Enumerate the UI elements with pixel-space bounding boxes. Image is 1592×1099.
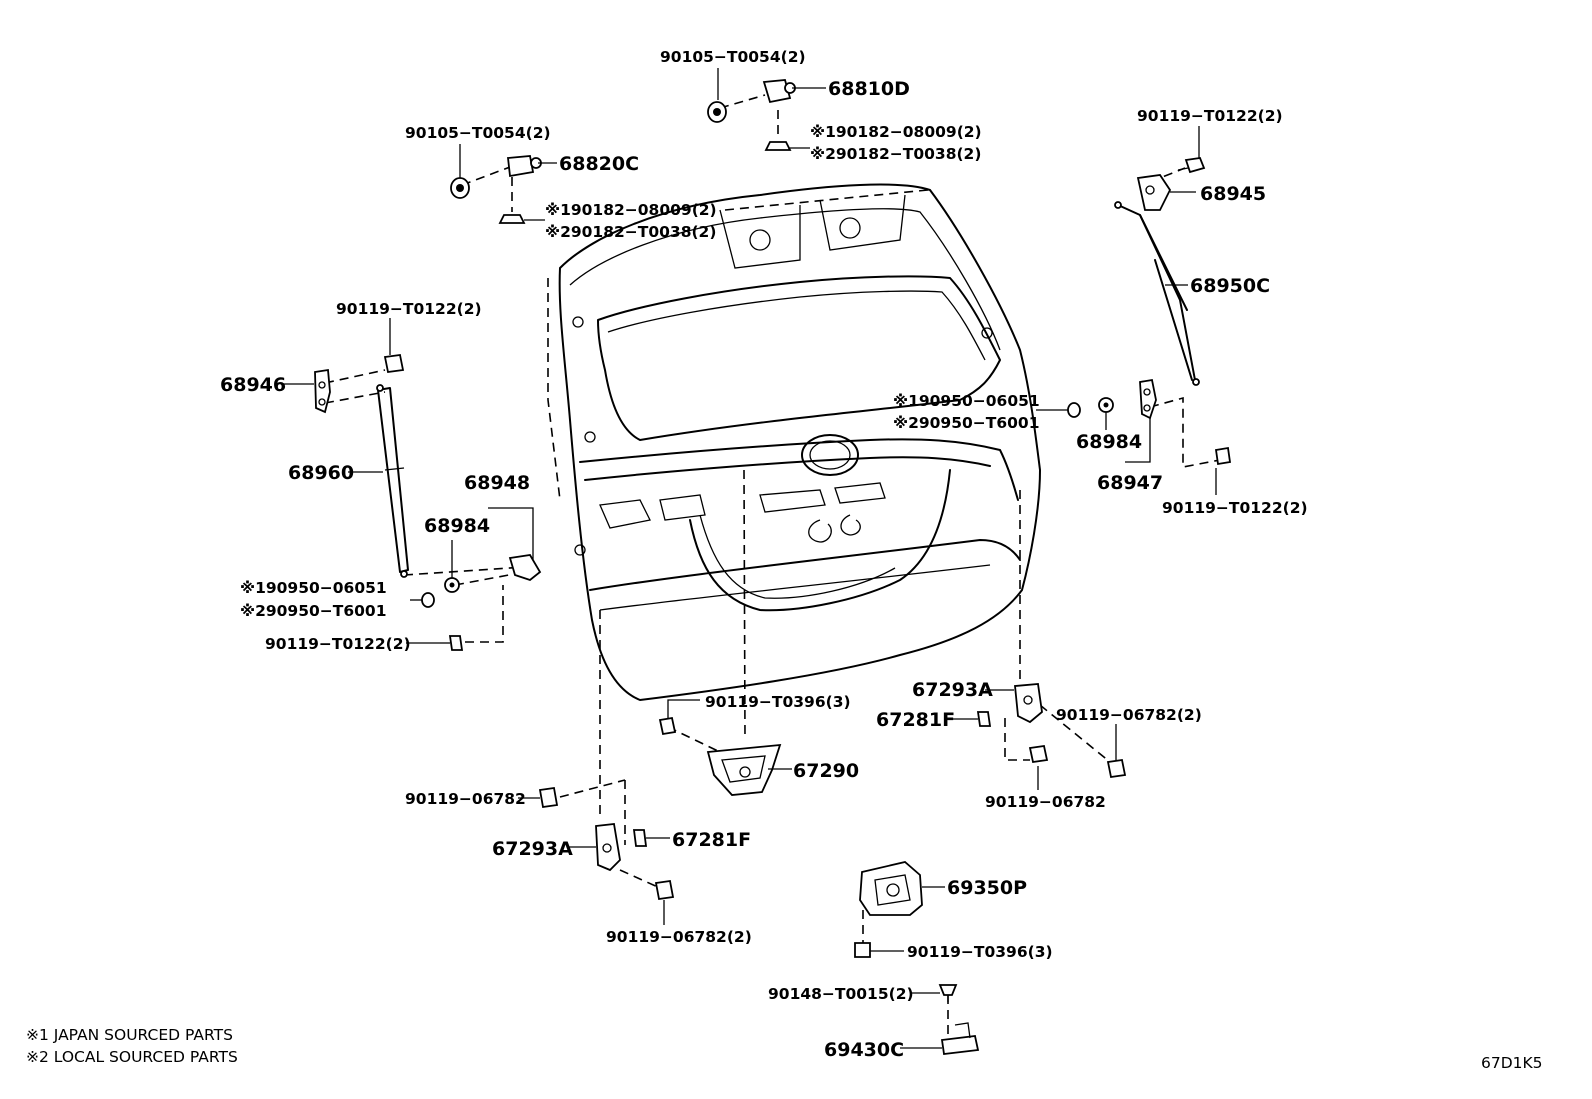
diagram-code: 67D1K5 [1481, 1054, 1543, 1072]
actuator-69350p-icon [859, 861, 923, 916]
label-68984-right: 68984 [1076, 431, 1142, 453]
label-90950-t6001-left: ※290950−T6001 [240, 602, 386, 620]
label-68947: 68947 [1097, 472, 1163, 494]
bolt-90119-right-top-icon [1177, 157, 1206, 174]
label-67281f-right: 67281F [876, 709, 955, 731]
label-90119-t0122-left-bottom: 90119−T0122(2) [265, 635, 411, 653]
label-90119-06782-right: 90119−06782 [985, 793, 1106, 811]
back-door-panel [558, 183, 1041, 701]
switch-69430c-icon [940, 1022, 980, 1055]
bracket-68946-icon [314, 368, 331, 414]
label-68945: 68945 [1200, 183, 1266, 205]
nut-90182-top-icon [764, 141, 792, 151]
sensor-68810d-icon [762, 79, 796, 104]
latch-67290-icon [706, 743, 782, 796]
label-69430c: 69430C [824, 1039, 904, 1061]
label-90950-06051-left: ※190950−06051 [240, 579, 387, 597]
clip-90105-top-icon [707, 101, 727, 123]
bolt-90119-06782-2-left-icon [654, 879, 675, 901]
label-67290: 67290 [793, 760, 859, 782]
label-67293a-left: 67293A [492, 838, 573, 860]
label-90182-t0038-mid: ※290182−T0038(2) [545, 223, 716, 241]
label-69350p: 69350P [947, 877, 1027, 899]
bolt-90119-right-bottom-icon [1214, 446, 1232, 466]
label-90182-08009-top: ※190182−08009(2) [810, 123, 982, 141]
label-90119-t0122-left-top: 90119−T0122(2) [336, 300, 482, 318]
label-68948: 68948 [464, 472, 530, 494]
guide-67293a-left-icon [595, 823, 621, 872]
stay-68950c-icon [1114, 201, 1200, 386]
bolt-90119-t0396-lower-icon [854, 942, 871, 958]
bolt-90119-06782-2-right-icon [1106, 758, 1127, 779]
stopper-67281f-left-icon [632, 829, 648, 847]
label-68946: 68946 [220, 374, 286, 396]
bolt-90119-left-bottom-icon [440, 635, 464, 651]
label-68984-left: 68984 [424, 515, 490, 537]
label-90182-t0038-top: ※290182−T0038(2) [810, 145, 981, 163]
oring-90950-left-icon [421, 592, 435, 608]
label-68950c: 68950C [1190, 275, 1270, 297]
label-90119-t0122-right-top: 90119−T0122(2) [1137, 107, 1283, 125]
label-67293a-right: 67293A [912, 679, 993, 701]
label-90119-06782-2-left: 90119−06782(2) [606, 928, 752, 946]
label-90119-06782-left: 90119−06782 [405, 790, 526, 808]
oring-90950-right-icon [1067, 402, 1081, 418]
label-90119-t0396-lower: 90119−T0396(3) [907, 943, 1053, 961]
nut-90182-mid-icon [498, 214, 526, 224]
note-japan-sourced: ※1 JAPAN SOURCED PARTS [26, 1026, 233, 1044]
label-90950-06051-right: ※190950−06051 [893, 392, 1040, 410]
label-67281f-left: 67281F [672, 829, 751, 851]
label-90148-t0015: 90148−T0015(2) [768, 985, 914, 1003]
note-local-sourced: ※2 LOCAL SOURCED PARTS [26, 1048, 238, 1066]
label-90182-08009-mid: ※190182−08009(2) [545, 201, 717, 219]
guide-67293a-right-icon [1014, 683, 1043, 724]
label-90950-t6001-right: ※290950−T6001 [893, 414, 1039, 432]
label-90119-06782-2-right: 90119−06782(2) [1056, 706, 1202, 724]
stay-68960-icon [376, 384, 409, 578]
part-labels: 90105−T0054(2) 68810D ※190182−08009(2) ※… [220, 48, 1308, 1061]
label-90119-t0122-right-bottom: 90119−T0122(2) [1162, 499, 1308, 517]
bracket-68945-icon [1136, 174, 1172, 211]
stud-68984-right-icon [1098, 397, 1114, 413]
bracket-68947-icon [1139, 378, 1157, 420]
label-90119-t0396-upper: 90119−T0396(3) [705, 693, 851, 711]
bolt-90119-t0396-upper-icon [658, 716, 677, 736]
label-68820c: 68820C [559, 153, 639, 175]
bolt-90119-06782-left-icon [538, 786, 559, 809]
label-68960: 68960 [288, 462, 354, 484]
legend-notes: ※1 JAPAN SOURCED PARTS ※2 LOCAL SOURCED … [26, 1026, 238, 1066]
leader-lines [282, 68, 1217, 1049]
label-90105-t0054-left: 90105−T0054(2) [405, 124, 551, 142]
screw-90148-t0015-icon [938, 984, 958, 1002]
bracket-68948-icon [508, 554, 542, 582]
label-90105-t0054-top: 90105−T0054(2) [660, 48, 806, 66]
clip-90105-left-icon [450, 177, 470, 199]
bolt-90119-06782-right-icon [1028, 744, 1049, 764]
sensor-68820c-icon [507, 155, 542, 178]
stopper-67281f-right-icon [976, 711, 992, 727]
bolt-90119-left-top-icon [383, 353, 405, 374]
part-graphics [314, 79, 1232, 1055]
stud-68984-left-icon [444, 577, 460, 593]
label-68810d: 68810D [828, 78, 910, 100]
